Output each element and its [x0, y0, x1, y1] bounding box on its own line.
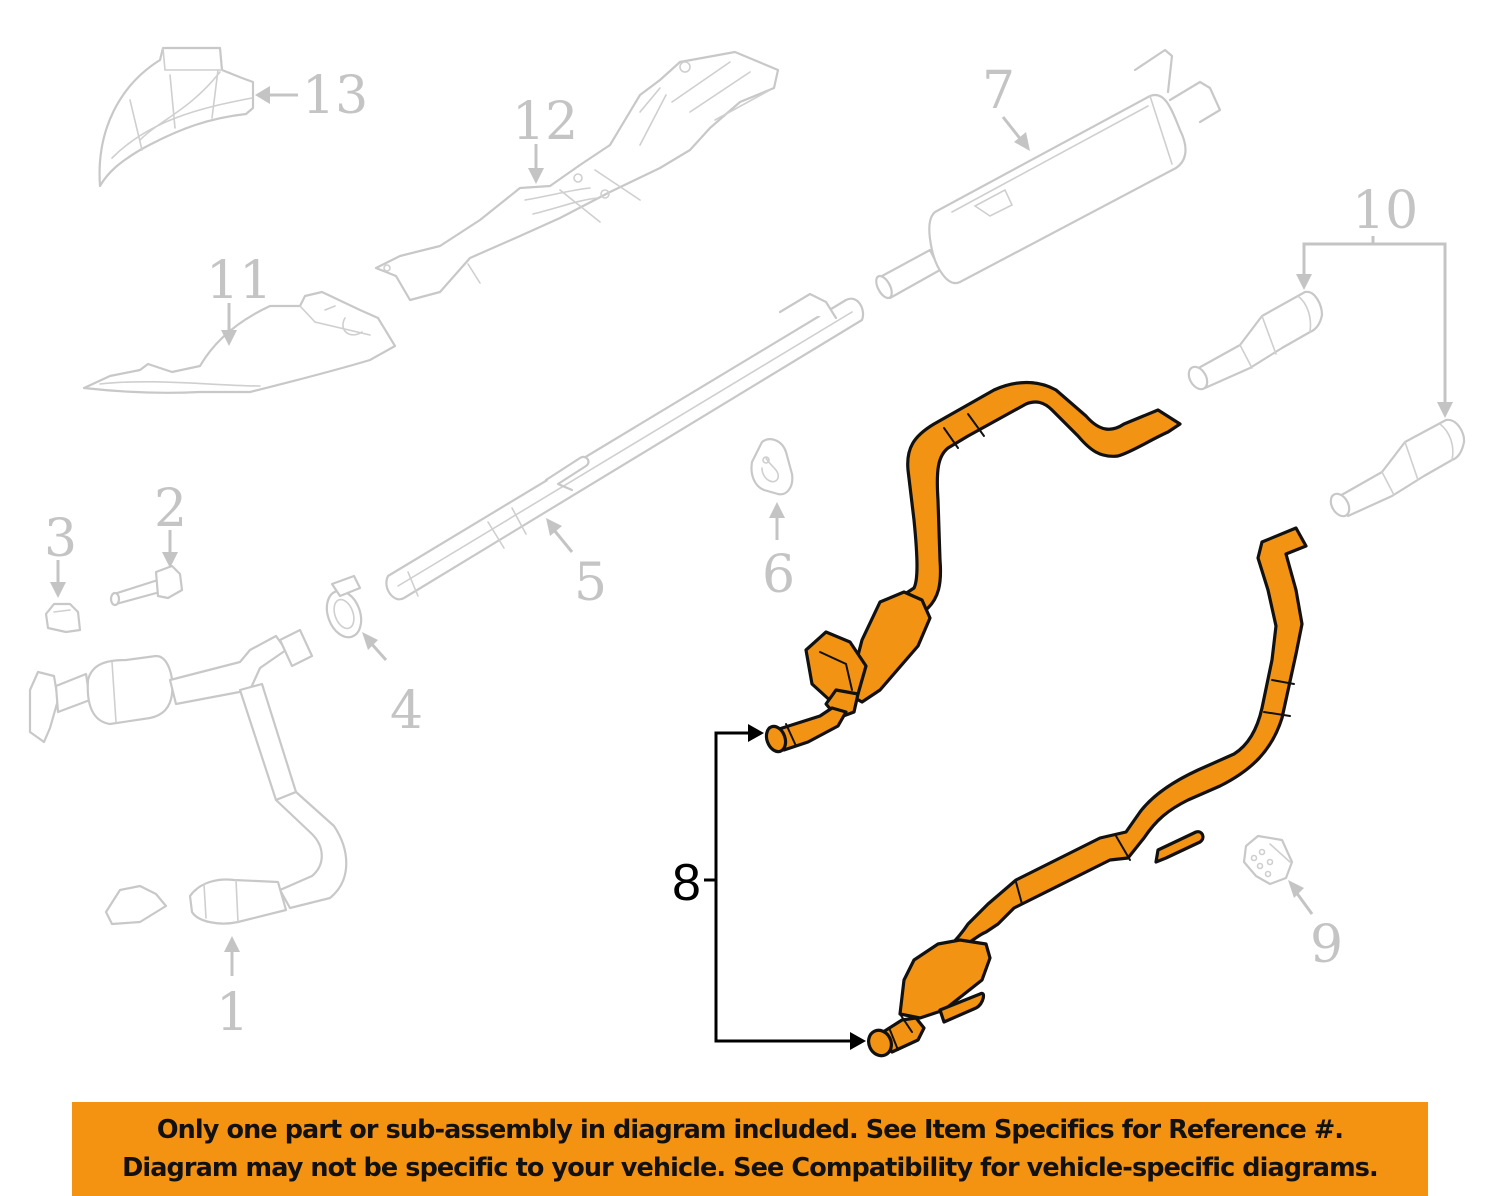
- part-5-intermediate-pipe: [385, 292, 865, 601]
- svg-text:6: 6: [762, 545, 795, 605]
- svg-text:2: 2: [154, 479, 187, 539]
- part-2-bolt: [109, 564, 184, 607]
- callout-12: 12: [512, 92, 578, 184]
- svg-text:13: 13: [302, 66, 368, 126]
- exhaust-parts-diagram: 13 11 12: [28, 46, 1466, 1058]
- svg-text:7: 7: [982, 61, 1015, 121]
- disclaimer-line-1: Only one part or sub-assembly in diagram…: [156, 1115, 1344, 1145]
- svg-text:1: 1: [216, 983, 249, 1043]
- callout-4: 4: [362, 632, 423, 741]
- svg-text:9: 9: [1310, 915, 1343, 975]
- callout-6: 6: [762, 502, 795, 605]
- part-8-converter-pipe-upper: [764, 380, 1182, 754]
- disclaimer-line-2: Diagram may not be specific to your vehi…: [122, 1153, 1379, 1183]
- svg-text:11: 11: [206, 251, 272, 311]
- callout-5: 5: [546, 518, 607, 613]
- callout-3: 3: [44, 509, 77, 598]
- part-13-heat-shield: [98, 46, 255, 188]
- part-4-clamp: [325, 574, 363, 639]
- svg-text:3: 3: [44, 509, 77, 569]
- callout-7: 7: [982, 61, 1030, 151]
- callout-9: 9: [1288, 880, 1343, 975]
- part-1-front-y-pipe: [28, 628, 348, 926]
- callout-2: 2: [154, 479, 187, 568]
- part-8-converter-pipe-lower: [867, 526, 1308, 1058]
- callout-13: 13: [255, 66, 368, 126]
- part-10-oxygen-sensor-lower: [1329, 418, 1466, 518]
- part-11-heat-shield: [82, 290, 397, 394]
- part-7-muffler: [875, 48, 1222, 300]
- part-10-oxygen-sensor-upper: [1187, 290, 1324, 391]
- part-12-heat-shield: [374, 50, 780, 302]
- disclaimer-banner: Only one part or sub-assembly in diagram…: [72, 1102, 1428, 1196]
- part-3-nut: [44, 602, 82, 634]
- svg-text:12: 12: [512, 92, 578, 152]
- callout-11: 11: [206, 251, 272, 346]
- svg-text:10: 10: [1352, 181, 1418, 241]
- callout-10: 10: [1296, 181, 1453, 418]
- callout-8: 8: [672, 724, 866, 1050]
- callout-1: 1: [216, 936, 249, 1043]
- svg-text:5: 5: [574, 553, 607, 613]
- svg-text:4: 4: [390, 681, 423, 741]
- svg-text:8: 8: [672, 854, 701, 912]
- part-6-hanger-insulator: [750, 438, 794, 496]
- part-9-insulator: [1242, 834, 1294, 886]
